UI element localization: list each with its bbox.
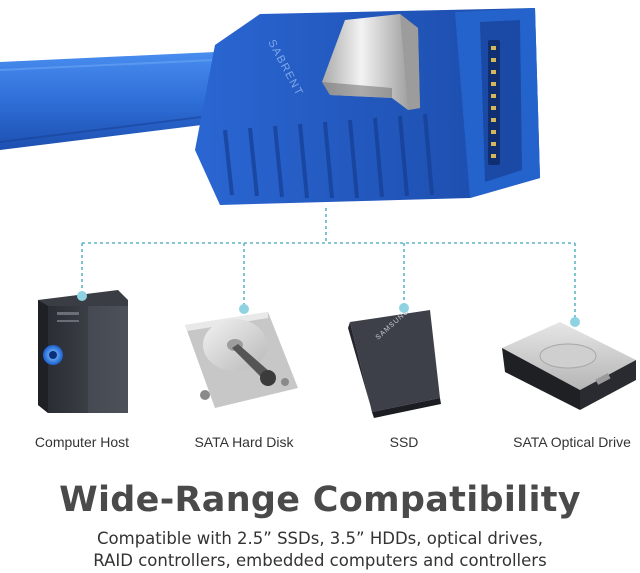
hard-disk-image (185, 312, 298, 408)
connection-dot (239, 304, 249, 314)
connector-pins (491, 46, 496, 158)
ssd-image: SAMSUNG (348, 308, 441, 418)
device-label-sata-optical-drive: SATA Optical Drive (513, 434, 631, 450)
optical-drive-image (502, 322, 636, 410)
device-label-ssd: SSD (389, 434, 419, 450)
description-line-1: Compatible with 2.5” SSDs, 3.5” HDDs, op… (97, 529, 543, 548)
device-label-sata-hard-disk: SATA Hard Disk (194, 434, 294, 450)
metal-latch (322, 14, 420, 110)
connection-dot (399, 303, 409, 313)
headline: Wide-Range Compatibility (59, 480, 581, 520)
connection-dot (77, 291, 87, 301)
sata-connector: SABRENT (195, 8, 540, 205)
connection-dot (570, 317, 580, 327)
description-line-2: RAID controllers, embedded computers and… (93, 551, 547, 570)
device-label-computer-host: Computer Host (34, 434, 130, 450)
grip-ridges (223, 113, 434, 199)
connection-lines (81, 208, 576, 322)
computer-host-image (38, 290, 128, 413)
